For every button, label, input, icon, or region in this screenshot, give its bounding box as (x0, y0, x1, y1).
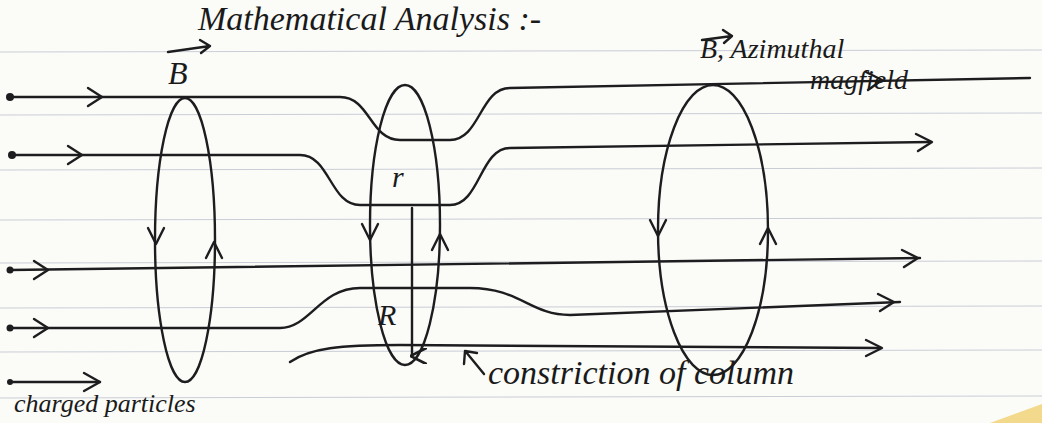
field-label: B, Azimuthal magfield (700, 34, 920, 96)
page-title: Mathematical Analysis :- (198, 0, 541, 37)
particles-label: charged particles (14, 390, 196, 419)
particle-dot (7, 267, 14, 274)
ruled-lines (0, 50, 1042, 398)
paper-corner (990, 404, 1042, 423)
loop-arrow (148, 228, 164, 244)
field-loop (370, 85, 440, 365)
radius-symbol: R (378, 298, 396, 331)
particle-path (10, 381, 100, 383)
direction-arrow (84, 373, 100, 391)
loop-arrow (362, 224, 378, 240)
radius-line (411, 208, 413, 356)
particle-dot (7, 325, 14, 332)
direction-arrow (916, 134, 932, 151)
particle-path (12, 142, 930, 205)
loop-arrow (760, 228, 776, 244)
radius-symbol: r (392, 160, 404, 193)
particle-dot (7, 379, 13, 385)
loop-arrow (206, 242, 222, 258)
direction-arrow (866, 340, 882, 356)
field-loop (658, 85, 768, 375)
constriction-label: constriction of column (488, 354, 794, 391)
pointer-arrow (464, 351, 484, 374)
direction-arrow (34, 319, 48, 337)
field-loop (155, 98, 215, 382)
loop-arrow (650, 220, 666, 236)
particle-path (10, 288, 900, 328)
direction-arrow (902, 250, 918, 267)
direction-arrow (878, 294, 894, 311)
vector-arrow (168, 40, 210, 53)
direction-arrow (68, 146, 82, 164)
direction-arrow (88, 88, 102, 106)
direction-arrow (34, 261, 48, 279)
particle-dot (6, 93, 14, 101)
particle-dot (8, 151, 16, 159)
field-symbol: B (168, 56, 188, 91)
particle-path (10, 258, 920, 270)
loop-arrow (432, 234, 448, 250)
